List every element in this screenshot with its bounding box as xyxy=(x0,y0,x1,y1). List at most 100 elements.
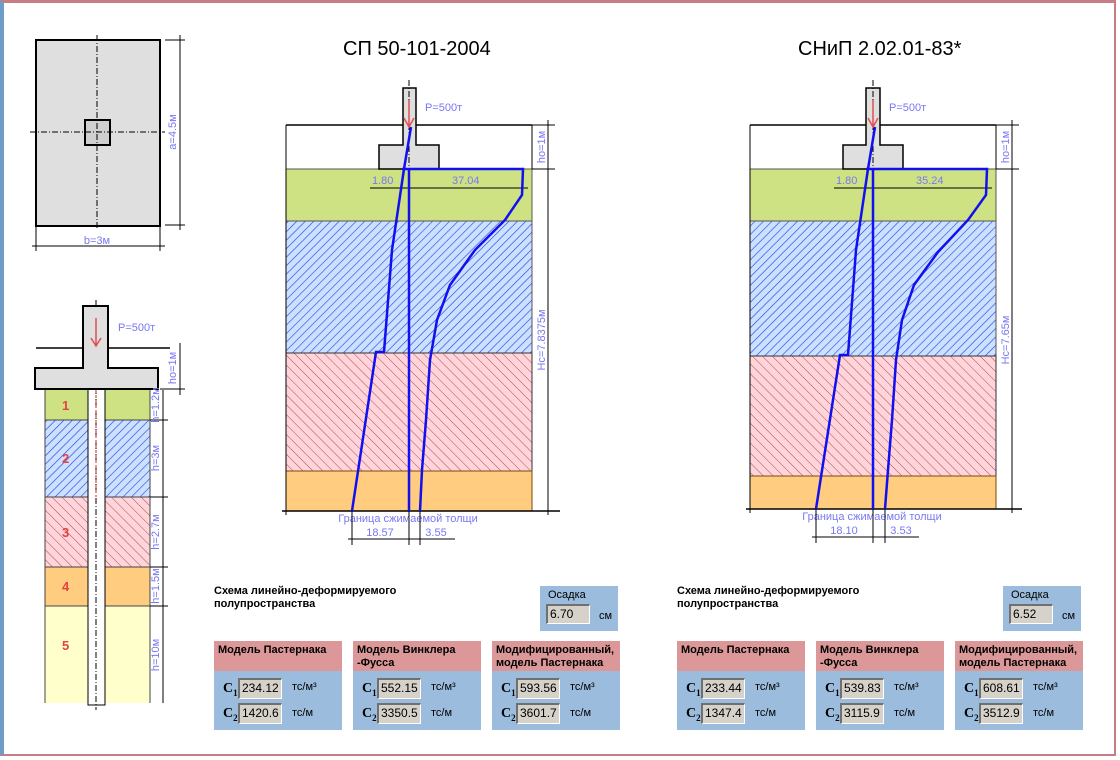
c1-label: C1 xyxy=(501,681,516,698)
load-arrow-icon xyxy=(403,100,415,129)
layer-3-number: 3 xyxy=(62,525,69,540)
settlement-unit: см xyxy=(599,610,613,622)
c2-label: C2 xyxy=(223,706,238,723)
c1-unit: тс/м³ xyxy=(755,681,780,693)
load-arrow-icon xyxy=(867,100,879,129)
diagram-1-top-right: 37.04 xyxy=(452,175,480,187)
diagram-2-hc: Hc=7.65м xyxy=(1000,316,1012,365)
c1-field[interactable]: 593.56 xyxy=(516,678,560,699)
diagram-1-top-left: 1.80 xyxy=(372,175,393,187)
c2-unit: тс/м xyxy=(755,707,777,719)
c2-unit: тс/м xyxy=(1033,707,1055,719)
c1-unit: тс/м³ xyxy=(1033,681,1058,693)
layer-4-number: 4 xyxy=(62,579,70,594)
scheme-label-1: Схема линейно-деформируемого полупростра… xyxy=(214,585,397,610)
scheme-label-2: Схема линейно-деформируемого полупростра… xyxy=(677,585,860,610)
diagram-1-stress-curves xyxy=(350,126,525,512)
model-title: Модифицированный, модель Пастернака xyxy=(955,641,1083,671)
c1-unit: тс/м³ xyxy=(894,681,919,693)
plan-a-label: a=4.5м xyxy=(167,114,179,149)
settlement-panel-1: Осадка 6.70 см xyxy=(540,586,618,631)
diagram-1-bot-left: 18.57 xyxy=(366,527,394,539)
diagram-2-top-left: 1.80 xyxy=(836,175,857,187)
c1-label: C1 xyxy=(362,681,377,698)
settlement-label: Осадка xyxy=(548,589,586,601)
c2-label: C2 xyxy=(501,706,516,723)
c1-unit: тс/м³ xyxy=(292,681,317,693)
layer-2-thickness: h=3м xyxy=(150,445,162,471)
c2-label: C2 xyxy=(686,706,701,723)
c1-unit: тс/м³ xyxy=(431,681,456,693)
c1-field[interactable]: 539.83 xyxy=(840,678,884,699)
plan-b-label: b=3м xyxy=(84,235,110,247)
c2-unit: тс/м xyxy=(292,707,314,719)
settlement-field[interactable]: 6.52 xyxy=(1009,604,1053,624)
diagram-1-load: P=500т xyxy=(425,102,462,114)
c2-unit: тс/м xyxy=(431,707,453,719)
diagram-2-bot-left: 18.10 xyxy=(830,525,858,537)
diagram-2-bot-right: 3.53 xyxy=(890,525,911,537)
layer-1-number: 1 xyxy=(62,398,69,413)
settlement-unit: см xyxy=(1062,610,1076,622)
diagram-2-stress-curves xyxy=(814,126,989,510)
c2-label: C2 xyxy=(964,706,979,723)
diagram-sp: P=500т ho=1м Hc=7.8375м 1.80 37.04 Грани… xyxy=(282,80,560,545)
title-snip: СНиП 2.02.01-83* xyxy=(798,38,962,60)
diagram-2-top-right: 35.24 xyxy=(916,175,944,187)
diagram-1-bot-right: 3.55 xyxy=(425,527,446,539)
title-sp: СП 50-101-2004 xyxy=(343,38,491,60)
c1-field[interactable]: 552.15 xyxy=(377,678,421,699)
layer-3-thickness: h=2.7м xyxy=(150,514,162,549)
footing-plan: a=4.5м b=3м xyxy=(30,35,185,251)
c2-unit: тс/м xyxy=(570,707,592,719)
layer-1-thickness: h=1.2м xyxy=(150,387,162,422)
c2-label: C2 xyxy=(362,706,377,723)
load-arrow-icon xyxy=(90,318,102,348)
diagram-2-ho: ho=1м xyxy=(1000,131,1012,163)
diagram-1-boundary: Граница сжимаемой толщи xyxy=(338,513,477,525)
c1-field[interactable]: 233.44 xyxy=(701,678,745,699)
model-title: Модель Винклера -Фусса xyxy=(353,641,481,671)
layer-5-number: 5 xyxy=(62,638,69,653)
c2-label: C2 xyxy=(825,706,840,723)
diagram-1-hc: Hc=7.8375м xyxy=(536,309,548,370)
settlement-field[interactable]: 6.70 xyxy=(546,604,590,624)
c1-unit: тс/м³ xyxy=(570,681,595,693)
c1-label: C1 xyxy=(825,681,840,698)
c2-field[interactable]: 1347.4 xyxy=(701,703,745,724)
c1-label: C1 xyxy=(964,681,979,698)
diagram-2-boundary: Граница сжимаемой толщи xyxy=(802,511,941,523)
diagram-1-ho: ho=1м xyxy=(536,131,548,163)
c2-field[interactable]: 3512.9 xyxy=(979,703,1023,724)
model-title: Модель Винклера -Фусса xyxy=(816,641,944,671)
section-load: P=500т xyxy=(118,322,155,334)
layer-2-number: 2 xyxy=(62,451,69,466)
layer-4-thickness: h=1.5м xyxy=(150,568,162,603)
c2-field[interactable]: 3601.7 xyxy=(516,703,560,724)
soil-section: P=500т ho=1м h=1.2м h=3м h=2.7м h=1.5м h… xyxy=(34,300,185,710)
model-title: Модифицированный, модель Пастернака xyxy=(492,641,620,671)
settlement-panel-2: Осадка 6.52 см xyxy=(1003,586,1081,631)
c1-label: C1 xyxy=(686,681,701,698)
model-title: Модель Пастернака xyxy=(214,641,342,671)
c1-field[interactable]: 234.12 xyxy=(238,678,282,699)
c2-field[interactable]: 1420.6 xyxy=(238,703,282,724)
c1-field[interactable]: 608.61 xyxy=(979,678,1023,699)
section-ho: ho=1м xyxy=(167,352,179,384)
diagram-snip: P=500т ho=1м Hc=7.65м 1.80 35.24 Граница… xyxy=(746,80,1022,543)
c2-field[interactable]: 3350.5 xyxy=(377,703,421,724)
c2-unit: тс/м xyxy=(894,707,916,719)
c1-label: C1 xyxy=(223,681,238,698)
diagram-2-load: P=500т xyxy=(889,102,926,114)
settlement-label: Осадка xyxy=(1011,589,1049,601)
layer-5-thickness: h=10м xyxy=(150,639,162,671)
c2-field[interactable]: 3115.9 xyxy=(840,703,884,724)
